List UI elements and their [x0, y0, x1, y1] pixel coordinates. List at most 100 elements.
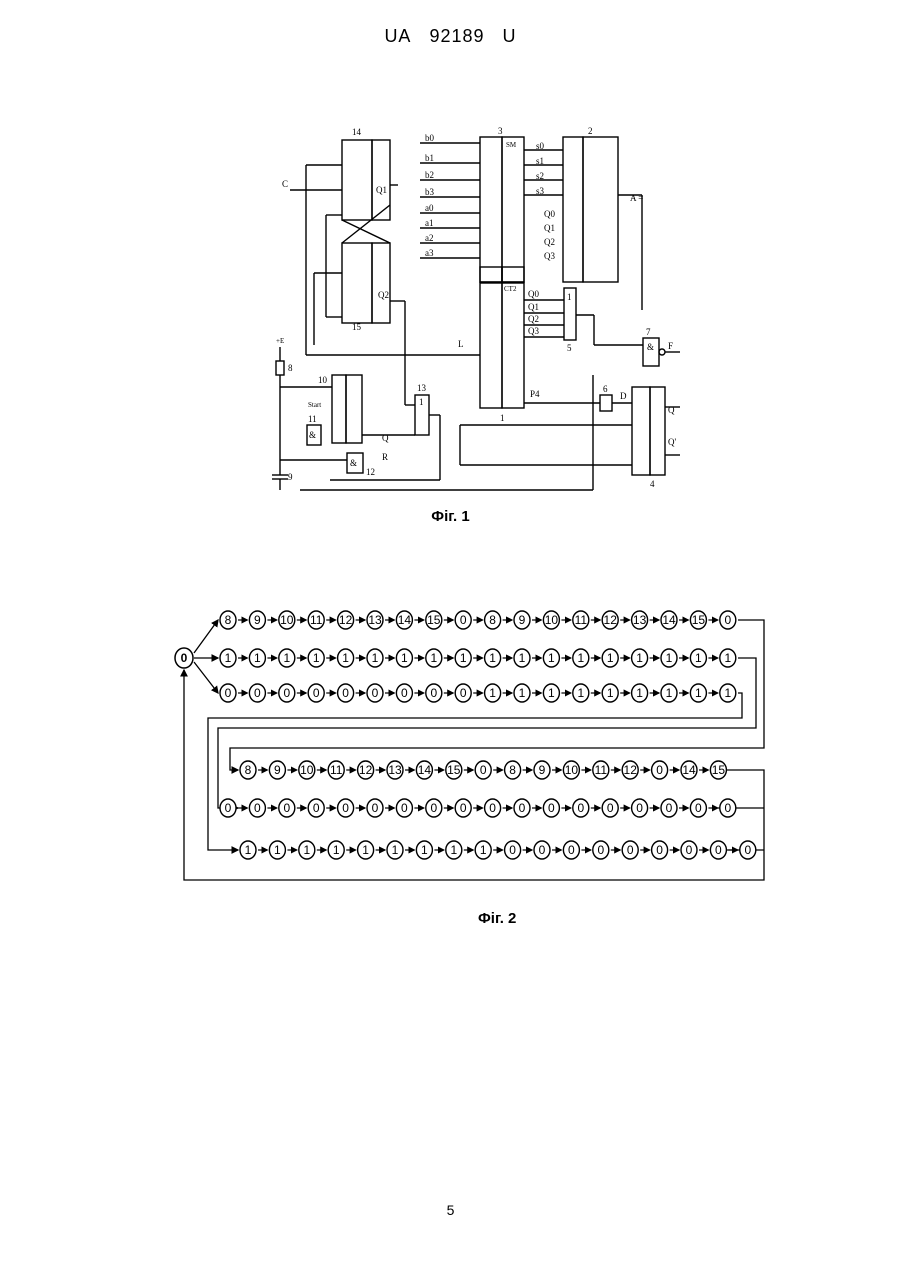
state-node: 14 — [416, 761, 432, 779]
state-node: 1 — [573, 684, 589, 702]
state-node: 15 — [446, 761, 462, 779]
input-b2: b2 — [425, 170, 434, 180]
state-node: 0 — [720, 799, 736, 817]
state-node-label: 0 — [225, 801, 232, 815]
state-node-label: 8 — [245, 763, 252, 777]
state-node-label: 1 — [519, 651, 526, 665]
label-q: Q — [382, 433, 389, 443]
label-block-13: 13 — [417, 383, 427, 393]
label-p4: P4 — [530, 389, 540, 399]
label-block-8: 8 — [288, 363, 293, 373]
flipflop-10-left — [332, 375, 346, 443]
label-block-5: 5 — [567, 343, 572, 353]
state-node-label: 0 — [460, 801, 467, 815]
state-node: 0 — [455, 611, 471, 629]
state-node-label: 0 — [607, 801, 614, 815]
state-node-label: 12 — [359, 763, 373, 777]
counter-q2: Q2 — [528, 314, 539, 324]
state-node-label: 0 — [666, 801, 673, 815]
label-q1: Q1 — [376, 185, 387, 195]
state-node-label: 10 — [280, 613, 294, 627]
state-node-label: 0 — [480, 763, 487, 777]
state-node-label: 1 — [724, 651, 731, 665]
state-node: 8 — [220, 611, 236, 629]
state-node-label: 1 — [577, 651, 584, 665]
state-node-label: 0 — [724, 613, 731, 627]
state-node-label: 1 — [392, 843, 399, 857]
state-node-label: 1 — [342, 651, 349, 665]
state-node: 0 — [249, 799, 265, 817]
state-node: 1 — [661, 649, 677, 667]
state-node: 1 — [632, 684, 648, 702]
inverter-6 — [600, 395, 612, 411]
qbar-in-1: Q1 — [544, 223, 555, 233]
qbar-in-2: Q2 — [544, 237, 555, 247]
state-node: 1 — [485, 684, 501, 702]
state-node: 15 — [426, 611, 442, 629]
state-node-label: 0 — [313, 686, 320, 700]
state-node: 10 — [299, 761, 315, 779]
state-node-label: 0 — [460, 686, 467, 700]
state-node: 0 — [396, 684, 412, 702]
state-node-label: 1 — [666, 686, 673, 700]
state-node-label: 1 — [333, 843, 340, 857]
state-node: 12 — [622, 761, 638, 779]
label-block-10: 10 — [318, 375, 328, 385]
state-node: 1 — [240, 841, 256, 859]
label-q-out: Q' — [668, 437, 676, 447]
label-block-9: 9 — [288, 472, 293, 482]
state-node: 0 — [543, 799, 559, 817]
state-node-label: 0 — [744, 843, 751, 857]
fig1-caption: Фіг. 1 — [0, 508, 901, 525]
state-node: 12 — [338, 611, 354, 629]
state-node: 1 — [249, 649, 265, 667]
state-node: 0 — [720, 611, 736, 629]
state-node-label: 0 — [724, 801, 731, 815]
label-a-out: A = — [630, 193, 643, 203]
state-node: 14 — [396, 611, 412, 629]
input-a0: a0 — [425, 203, 434, 213]
state-node: 11 — [593, 761, 609, 779]
label-qbar-out: Q — [668, 405, 675, 415]
counter-q0: Q0 — [528, 289, 539, 299]
state-node-label: 0 — [372, 686, 379, 700]
state-node-label: 1 — [548, 651, 555, 665]
state-node: 0 — [681, 841, 697, 859]
state-node: 0 — [602, 799, 618, 817]
counter-q1: Q1 — [528, 302, 539, 312]
state-node: 8 — [485, 611, 501, 629]
state-node: 1 — [514, 684, 530, 702]
state-node-label: 0 — [577, 801, 584, 815]
state-node-label: 1 — [283, 651, 290, 665]
adder-3-right — [502, 137, 524, 282]
header-country: UA — [384, 26, 411, 46]
flipflop-15-right — [372, 243, 390, 323]
state-node-label: 9 — [274, 763, 281, 777]
and7-symbol: & — [647, 342, 654, 352]
register-2-right — [583, 137, 618, 282]
output-s0: s0 — [536, 141, 545, 151]
state-node: 0 — [455, 799, 471, 817]
state-node: 0 — [475, 761, 491, 779]
resistor-8 — [276, 361, 284, 375]
state-node: 0 — [661, 799, 677, 817]
state-node: 1 — [455, 649, 471, 667]
state-node: 0 — [622, 841, 638, 859]
page-number: 5 — [0, 1202, 901, 1218]
state-node: 1 — [690, 649, 706, 667]
state-node: 15 — [710, 761, 726, 779]
state-node-label: 11 — [310, 613, 323, 627]
or13-symbol: 1 — [419, 397, 424, 407]
state-node-label: 1 — [362, 843, 369, 857]
state-node-label: 0 — [489, 801, 496, 815]
fig1-circuit-diagram: 14 15 3 2 1 5 7 6 4 10 11 12 13 8 9 & & … — [270, 125, 690, 505]
state-node: 10 — [543, 611, 559, 629]
state-node-label: 1 — [450, 843, 457, 857]
state-node: 1 — [446, 841, 462, 859]
state-node: 0 — [249, 684, 265, 702]
state-node-label: 13 — [388, 763, 402, 777]
state-node-label: 0 — [430, 686, 437, 700]
label-start: Start — [308, 401, 321, 409]
state-node: 9 — [249, 611, 265, 629]
and12-symbol: & — [350, 458, 357, 468]
